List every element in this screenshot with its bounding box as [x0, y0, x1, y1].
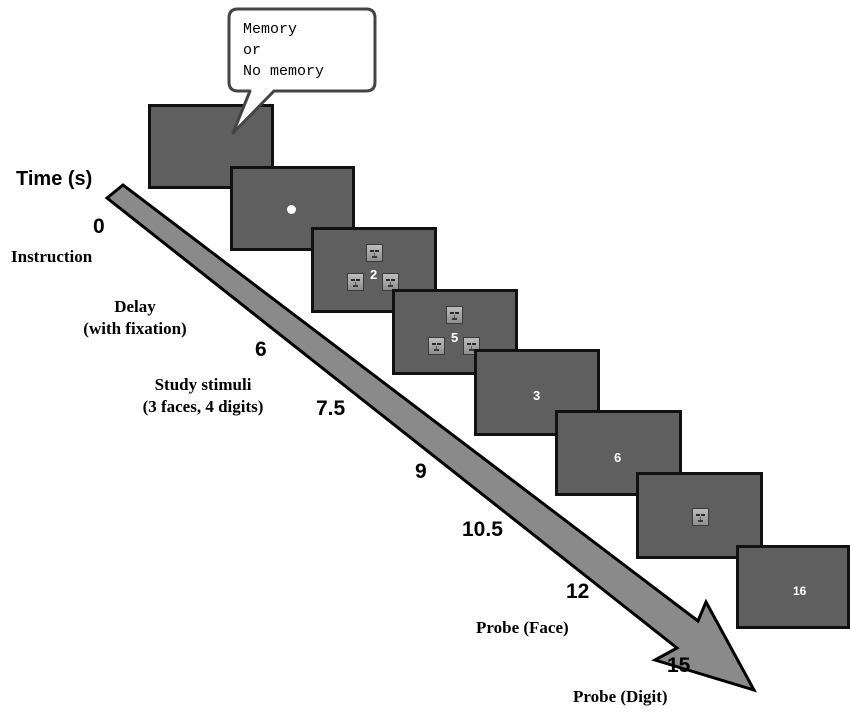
time-arrow-shape: [104, 183, 758, 693]
speech-bubble: [227, 7, 377, 135]
screen-instruction: [148, 104, 274, 189]
speech-bubble-shape: [227, 7, 377, 135]
screen-study-1: 2: [311, 227, 437, 313]
phase-label-delay-line-1: Delay: [114, 297, 156, 316]
phase-label-probe-face: Probe (Face): [476, 618, 569, 637]
face-icon: [382, 273, 399, 291]
study-digit: 5: [451, 330, 459, 345]
time-axis-label: Time (s): [16, 168, 93, 190]
time-tick: 6: [255, 338, 267, 361]
probe-digit: 16: [793, 584, 807, 598]
screen-probe-face: [636, 472, 763, 559]
phase-label-study-line-2: (3 faces, 4 digits): [142, 397, 264, 416]
time-tick: 10.5: [462, 518, 503, 541]
study-digit: 6: [614, 450, 622, 465]
fixation-dot: [287, 205, 296, 214]
phase-label-study: Study stimuli (3 faces, 4 digits): [108, 374, 298, 418]
face-icon: [366, 244, 383, 262]
study-digit: 2: [370, 267, 378, 282]
phase-label-study-line-1: Study stimuli: [154, 375, 252, 394]
face-icon: [692, 508, 709, 526]
instruction-line-2: or: [243, 42, 262, 59]
instruction-line-1: Memory: [243, 21, 298, 38]
time-tick: 0: [93, 215, 105, 238]
phase-label-delay: Delay (with fixation): [60, 296, 210, 340]
screen-probe-digit: 16: [736, 545, 850, 629]
screen-digit-4: 6: [555, 410, 682, 496]
face-icon: [446, 306, 463, 324]
phase-label-instruction: Instruction: [11, 247, 93, 266]
time-tick: 9: [415, 460, 427, 483]
instruction-text: Memory or No memory: [243, 19, 324, 82]
face-icon: [428, 337, 445, 355]
time-tick: 12: [566, 580, 590, 603]
instruction-line-3: No memory: [243, 63, 325, 80]
time-tick: 7.5: [316, 397, 346, 420]
phase-label-probe-digit: Probe (Digit): [573, 687, 668, 706]
phase-label-delay-line-2: (with fixation): [83, 319, 187, 338]
face-icon: [347, 273, 364, 291]
time-tick: 15: [667, 654, 691, 677]
study-digit: 3: [533, 388, 541, 403]
